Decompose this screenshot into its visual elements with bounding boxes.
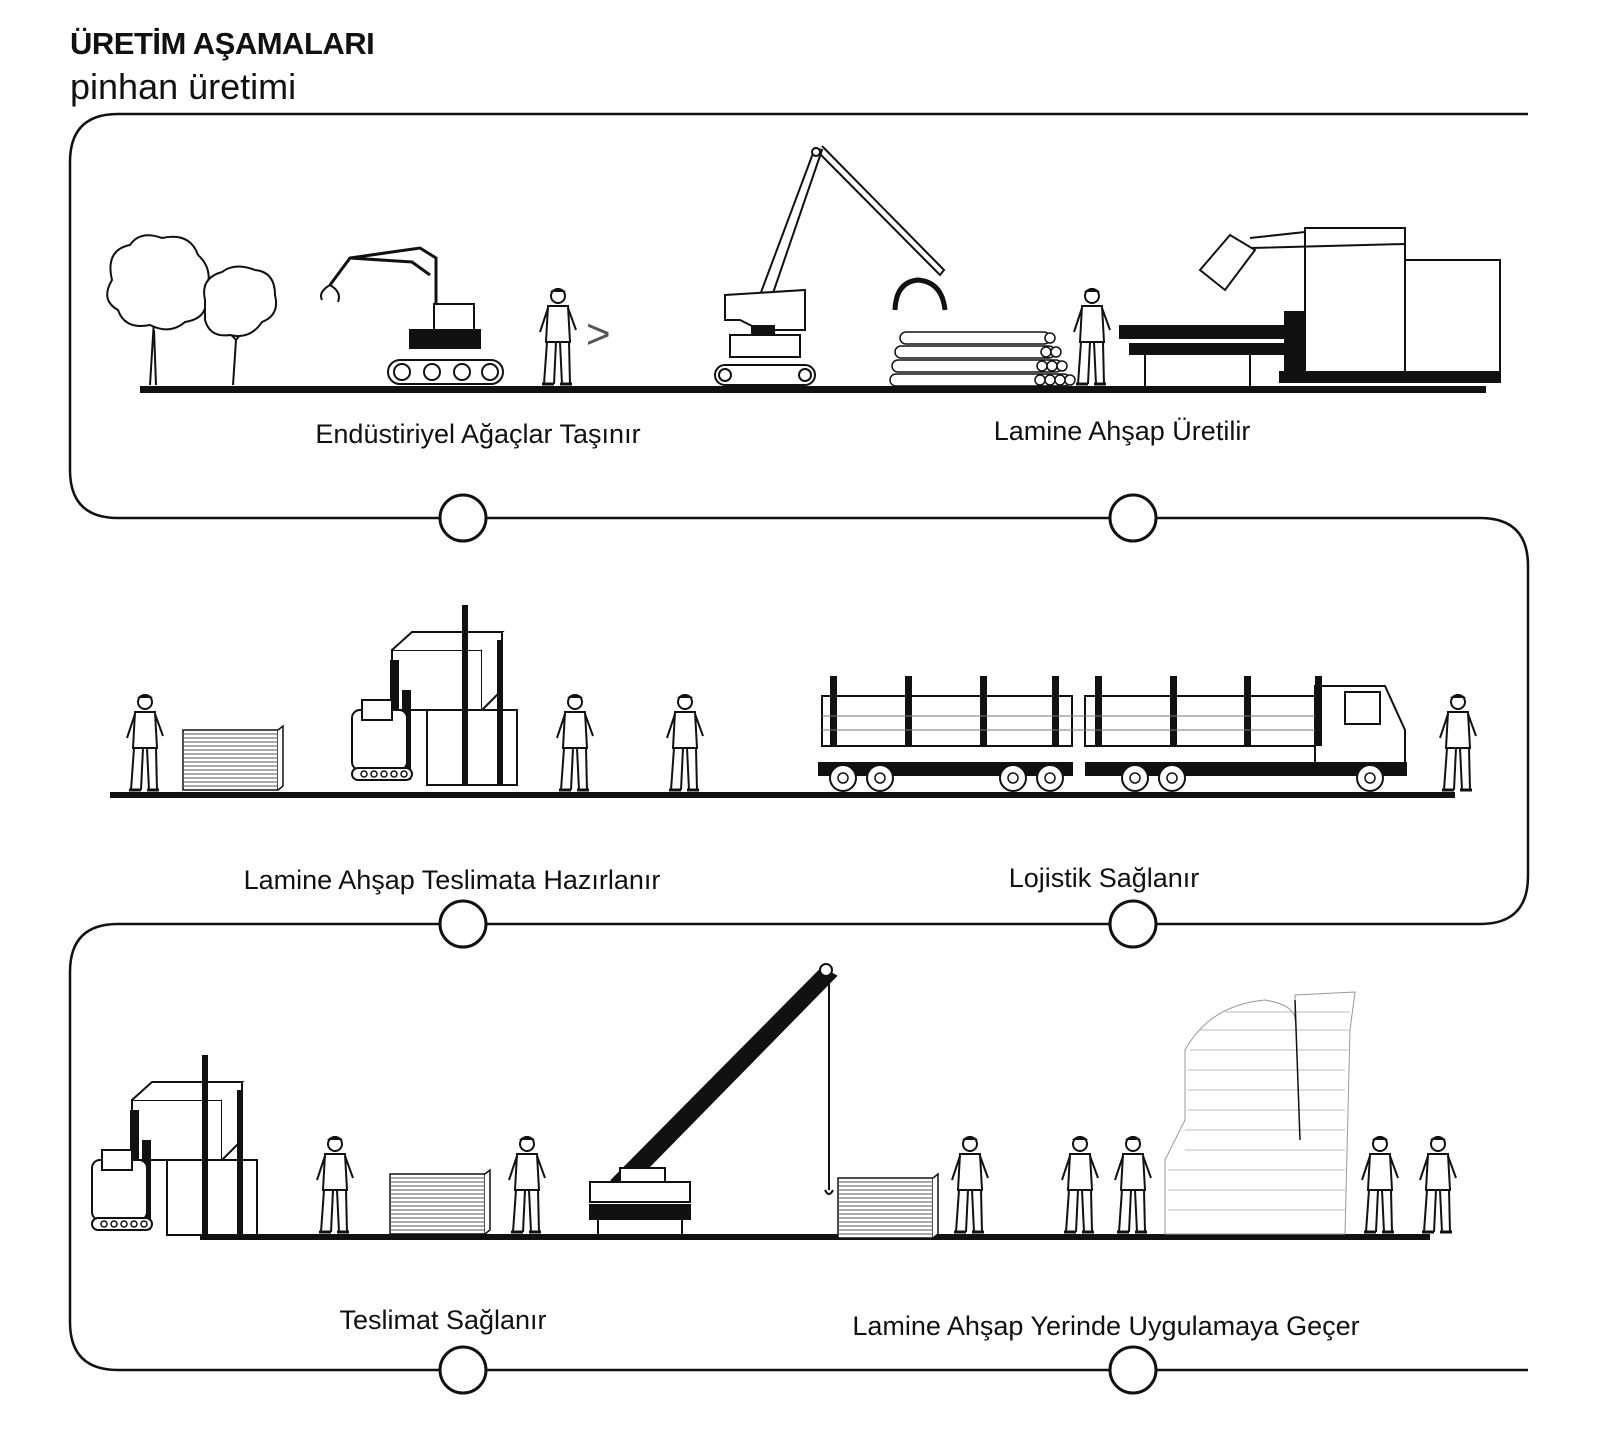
stage-node-5 [438, 1345, 488, 1395]
stage-node-3 [438, 899, 488, 949]
stage-label-3: Lamine Ahşap Teslimata Hazırlanır [244, 865, 661, 895]
timber-stack-icon [182, 725, 284, 791]
stage-nodes [438, 493, 1158, 1395]
page-subtitle: pinhan üretimi [70, 66, 297, 107]
ground-line-2 [110, 792, 1455, 798]
stage-label-4: Lojistik Sağlanır [1009, 863, 1200, 893]
worker-icon [1418, 1134, 1458, 1234]
row-3-illustration: Teslimat Sağlanır Lamine Ahşap Yerinde U… [91, 963, 1458, 1341]
stage-label-5: Teslimat Sağlanır [339, 1305, 546, 1335]
forklift-crates-icon [351, 604, 518, 786]
worker-icon [1360, 1134, 1400, 1234]
log-pile-icon [889, 331, 1076, 387]
worker-icon [1072, 286, 1112, 386]
lamination-press-icon [1119, 227, 1501, 386]
ground-line-3 [200, 1234, 1430, 1240]
log-loader-icon [320, 246, 504, 385]
stage-node-6 [1108, 1345, 1158, 1395]
worker-icon [665, 692, 705, 792]
logging-truck-icon [818, 676, 1407, 776]
arrow-icon: > [586, 310, 611, 357]
brick-wall-icon [1164, 991, 1356, 1235]
stage-label-6: Lamine Ahşap Yerinde Uygulamaya Geçer [852, 1311, 1359, 1341]
timber-stack-icon [837, 1173, 939, 1239]
tree-icon [106, 234, 278, 386]
stage-node-1 [438, 493, 488, 543]
timeline-path [68, 112, 1530, 1372]
stage-label-2: Lamine Ahşap Üretilir [994, 416, 1251, 446]
worker-icon [555, 692, 595, 792]
worker-icon [1438, 692, 1478, 792]
worker-icon [125, 692, 165, 792]
row-1-illustration: > [106, 145, 1501, 449]
worker-icon [1113, 1134, 1153, 1234]
material-handler-icon [714, 145, 948, 386]
forklift-crates-icon [91, 1054, 258, 1236]
stage-node-4 [1108, 899, 1158, 949]
stage-node-2 [1108, 493, 1158, 543]
worker-icon [1060, 1134, 1100, 1234]
page-title: ÜRETİM AŞAMALARI [70, 26, 375, 61]
row-2-illustration: Lamine Ahşap Teslimata Hazırlanır Lojist… [110, 604, 1478, 895]
stage-label-1: Endüstiriyel Ağaçlar Taşınır [315, 419, 640, 449]
worker-icon [507, 1134, 547, 1234]
ground-line-1 [140, 386, 1486, 393]
timber-stack-icon [389, 1169, 491, 1235]
worker-icon [315, 1134, 355, 1234]
worker-icon [538, 286, 578, 386]
worker-icon [950, 1134, 990, 1234]
mobile-crane-icon [589, 963, 838, 1234]
